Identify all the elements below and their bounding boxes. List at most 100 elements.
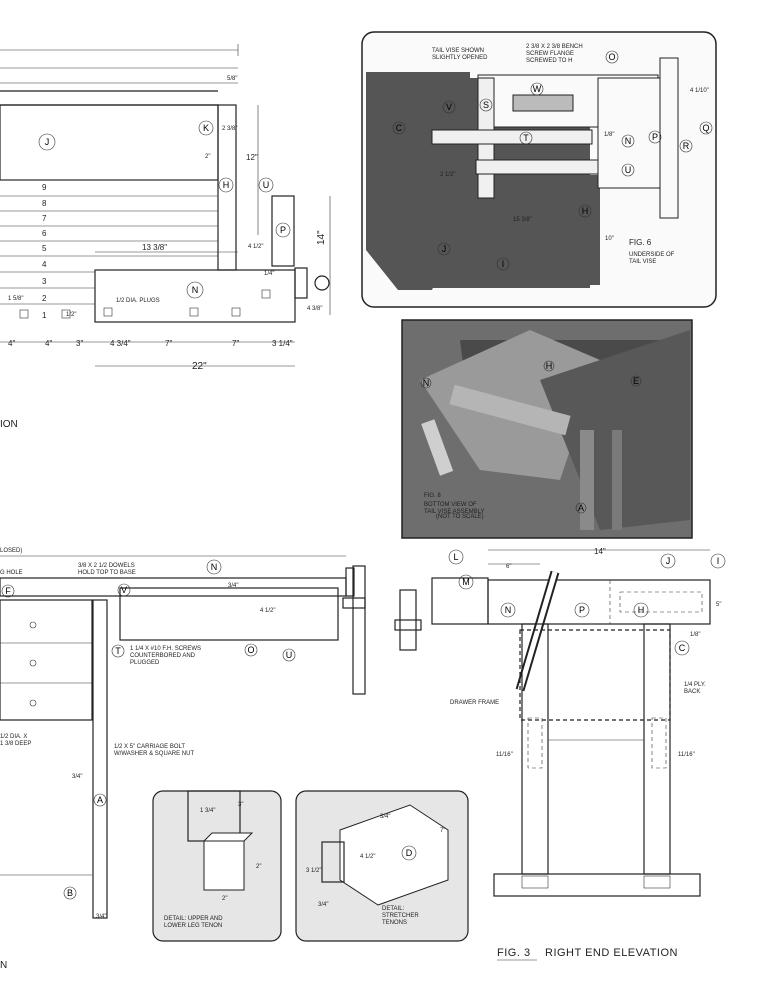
drawer-lines <box>0 179 218 305</box>
front-label-b: B <box>67 888 73 898</box>
fig8-title: FIG. 8 <box>424 493 441 499</box>
str-dim-4-half: 4 1/2" <box>360 854 375 860</box>
dim-4-half: 4 1/2" <box>248 244 263 250</box>
dim-1-half: 1/2" <box>66 312 76 318</box>
front-dim-3-4c: 3/4" <box>96 914 106 920</box>
detail-stretcher: D 3/4" 3 1/2" 4 1/2" 7" 3/4" DETAIL:STRE… <box>295 790 469 942</box>
dim-2-3-8: 2 3/8" <box>222 126 237 132</box>
bottom-dim-2: 4" <box>45 339 52 348</box>
fig6-label-r: R <box>683 141 690 151</box>
fig3-label-p: P <box>579 605 585 615</box>
front-dim-3-4b: 3/4" <box>72 774 82 780</box>
leg-dim-1-3-4: 1 3/4" <box>200 808 215 814</box>
fig3-right-end: 14" 6" 5" 1/8" 11/16" 11/16" DRAWER FRAM… <box>394 547 726 961</box>
front-label-o: O <box>247 645 254 655</box>
fig6-label-c: C <box>396 123 403 133</box>
ply-note: 1/4 PLY.BACK <box>684 682 706 695</box>
str-dim-3-half: 3 1/2" <box>306 868 321 874</box>
leg-dim-2b: 2" <box>222 896 227 902</box>
front-label-n: N <box>211 562 218 572</box>
fig3-subtitle: RIGHT END ELEVATION <box>545 947 678 959</box>
dim-14: 14" <box>316 230 327 245</box>
fig6-dim-1-8: 1/8" <box>604 132 614 138</box>
drawer-num-3: 3 <box>42 277 47 286</box>
front-label-f: F <box>5 586 11 596</box>
fig3-label-j: J <box>666 556 671 566</box>
label-n: N <box>186 281 204 299</box>
overall-22: 22" <box>192 361 207 372</box>
drawer-num-9: 9 <box>42 183 47 192</box>
fig6-label-w: W <box>533 84 542 94</box>
bottom-dim-6: 7" <box>232 339 239 348</box>
drawer-num-2: 2 <box>42 294 47 303</box>
fig3-label-h: H <box>638 605 645 615</box>
drawer-num-1: 1 <box>42 311 47 320</box>
dim-4-3-8: 4 3/8" <box>307 306 322 312</box>
label-j: J <box>38 133 56 151</box>
fig6-dim-15-3-8: 15 3/8" <box>513 217 532 223</box>
dim-5-8: 5/8" <box>227 76 237 82</box>
drawer-num-5: 5 <box>42 244 47 253</box>
plugs-note: 1/2 DIA. PLUGS <box>116 298 160 304</box>
front-dim-3-4a: 3/4" <box>228 583 238 589</box>
label-p: P <box>275 222 291 238</box>
drawer-num-4: 4 <box>42 260 47 269</box>
front-label-v: V <box>121 585 127 595</box>
drawer-num-6: 6 <box>42 229 47 238</box>
fig3-dim-5: 5" <box>716 602 721 608</box>
dim-2: 2" <box>205 154 210 160</box>
bottom-dim-3: 3" <box>76 339 83 348</box>
front-hole-partial: G HOLE <box>0 570 23 576</box>
svg-text:N: N <box>192 285 199 295</box>
front-header-partial: LOSED) <box>0 548 22 554</box>
fig8-label-e: E <box>633 376 639 386</box>
fig3-label-l: L <box>453 552 458 562</box>
svg-text:U: U <box>263 180 270 190</box>
fig8-note: (NOT TO SCALE) <box>436 514 484 520</box>
fig3-dim-1-8: 1/8" <box>690 632 700 638</box>
fig6-label-j: J <box>442 244 447 254</box>
stretcher-label-d: D <box>406 848 413 858</box>
section-suffix-n: N <box>0 960 7 971</box>
fig6-label-p: P <box>652 132 658 142</box>
svg-text:K: K <box>203 123 209 133</box>
fig6-label-n: N <box>625 136 632 146</box>
str-dim-7: 7" <box>440 828 445 834</box>
fig8-label-a: A <box>578 503 584 513</box>
fig6-label-t: T <box>523 133 529 143</box>
fig3-label-n: N <box>505 605 512 615</box>
fig6-title: FIG. 6 <box>629 238 652 247</box>
dim-12: 12" <box>246 153 258 162</box>
str-dim-3-4a: 3/4" <box>380 814 390 820</box>
fig3-label-c: C <box>679 643 686 653</box>
front-label-u: U <box>286 650 293 660</box>
fig6-dim-10: 10" <box>605 236 614 242</box>
fig6-label-i: I <box>502 259 505 269</box>
section-suffix-ion: ION <box>0 419 18 430</box>
front-label-t: T <box>115 646 121 656</box>
fig6-dim-2-half: 2 1/2" <box>440 172 455 178</box>
fig6-label-v: V <box>446 102 452 112</box>
str-dim-3-4b: 3/4" <box>318 902 328 908</box>
svg-text:P: P <box>280 225 286 235</box>
fig3-label-i: I <box>717 556 720 566</box>
label-u: U <box>258 177 274 193</box>
fig8-label-n: N <box>423 378 430 388</box>
drawer-num-8: 8 <box>42 199 47 208</box>
front-label-a: A <box>97 795 103 805</box>
fig3-dim-11-16b: 11/16" <box>678 752 695 758</box>
fig6-label-o: O <box>608 52 615 62</box>
fig6-label-s: S <box>483 100 489 110</box>
